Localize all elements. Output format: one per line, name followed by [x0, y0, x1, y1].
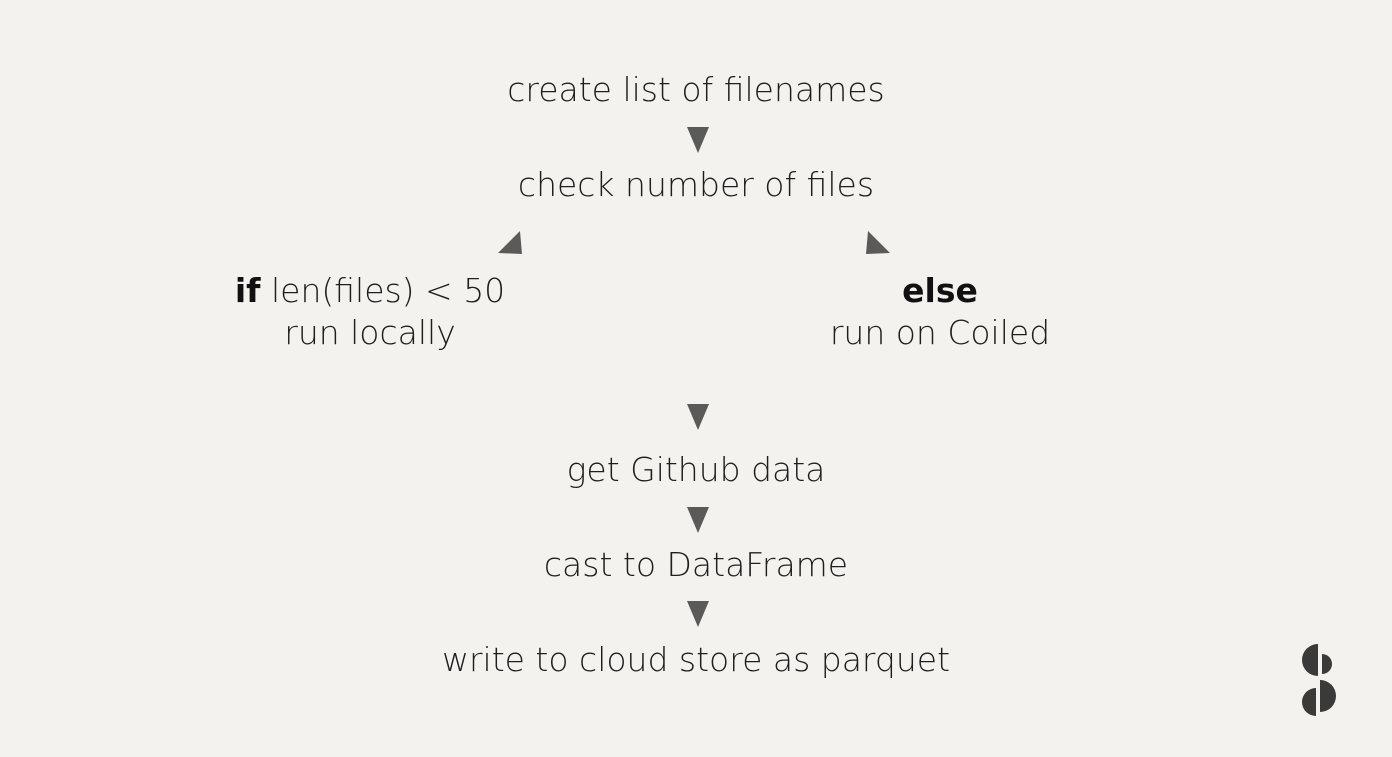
step-cast-dataframe: cast to DataFrame	[543, 545, 849, 584]
arrow-down-1	[687, 127, 709, 153]
arrow-down-2	[687, 404, 709, 430]
branch-else-keyword: else	[902, 271, 978, 310]
arrow-diagonal-left	[498, 231, 522, 254]
branch-if: if len(files) < 50 run locally	[200, 270, 540, 354]
branch-else-action: run on Coiled	[829, 313, 1051, 352]
arrow-down-4	[687, 601, 709, 627]
step-get-data: get Github data	[566, 450, 826, 489]
step-create-list: create list of filenames	[507, 70, 885, 109]
step-check-number: check number of files	[517, 165, 875, 204]
branch-if-condition-text: len(files) < 50	[260, 271, 506, 310]
arrow-down-3	[687, 507, 709, 533]
step-write-store: write to cloud store as parquet	[441, 640, 951, 679]
branch-if-action: run locally	[284, 313, 456, 352]
arrow-diagonal-right	[866, 231, 890, 254]
branch-else: else run on Coiled	[770, 270, 1110, 354]
branch-if-keyword: if	[234, 271, 261, 310]
logo-icon	[1302, 644, 1336, 716]
branch-if-condition: if len(files) < 50	[200, 270, 540, 312]
